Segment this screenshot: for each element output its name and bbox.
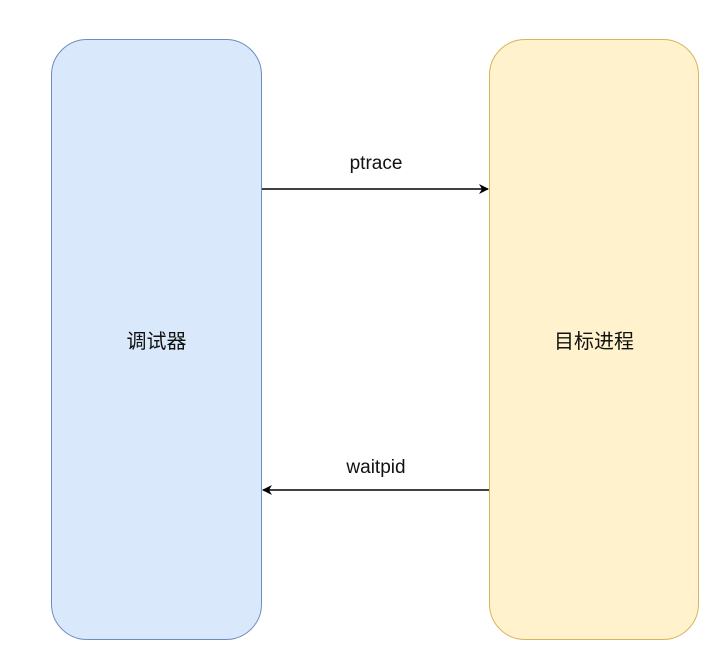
ptrace-label: ptrace — [349, 153, 403, 174]
debugger-node: 调试器 — [51, 39, 262, 640]
target-process-node: 目标进程 — [489, 39, 699, 640]
waitpid-label: waitpid — [346, 457, 406, 478]
target-process-node-label: 目标进程 — [554, 329, 634, 353]
debugger-node-label: 调试器 — [126, 329, 187, 353]
